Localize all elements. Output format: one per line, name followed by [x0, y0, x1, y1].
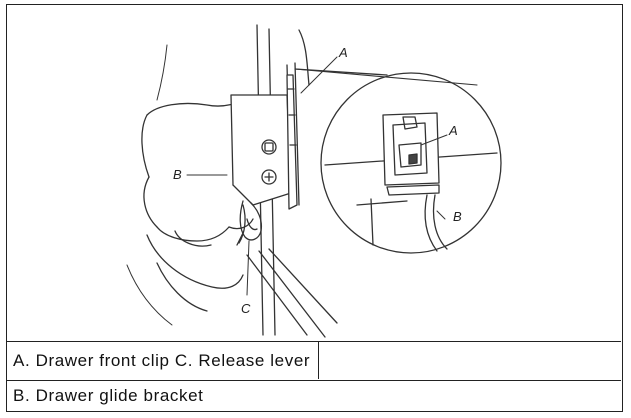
callout-c: C — [241, 301, 251, 316]
legend-row-1: A. Drawer front clip C. Release lever — [7, 341, 621, 380]
callout-a-inset: A — [448, 123, 458, 138]
release-lever — [236, 200, 263, 246]
inset-detail — [294, 68, 502, 254]
glide-bracket — [230, 74, 298, 210]
callout-b-left: B — [173, 167, 182, 182]
legend-row-2: B. Drawer glide bracket — [7, 380, 621, 411]
legend-divider — [318, 342, 319, 379]
callout-b-inset: B — [453, 209, 462, 224]
drawer-clip-illustration: A A B B C — [126, 24, 502, 338]
callout-a-top: A — [338, 45, 348, 60]
legend-text-b: B. Drawer glide bracket — [13, 386, 204, 405]
callout-leaders — [186, 56, 448, 296]
figure-frame: A A B B C A. Drawer front clip C. Releas… — [6, 4, 623, 412]
legend-text-a-c: A. Drawer front clip C. Release lever — [13, 351, 311, 370]
